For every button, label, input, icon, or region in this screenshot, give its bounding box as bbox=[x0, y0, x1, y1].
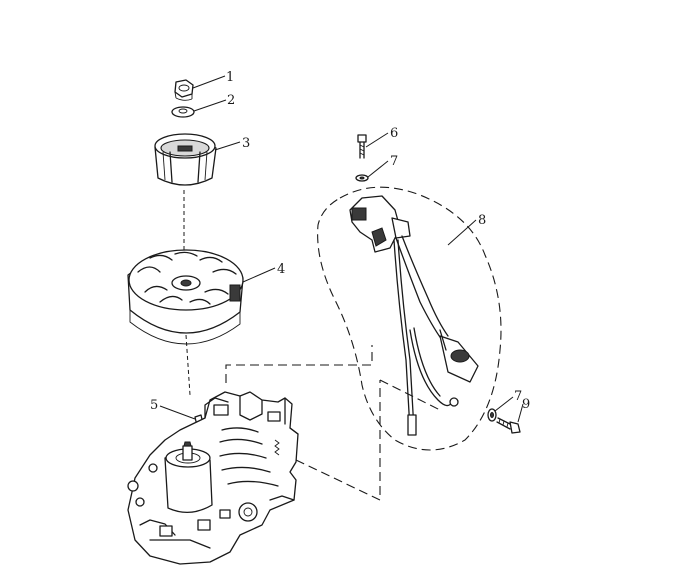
callout-8: 8 bbox=[478, 213, 486, 228]
part-ignition-coil bbox=[349, 195, 479, 436]
part-nut bbox=[174, 79, 194, 101]
leader-lines bbox=[159, 75, 524, 423]
part-flywheel bbox=[127, 249, 244, 345]
part-crankcase bbox=[127, 391, 299, 565]
callout-1: 1 bbox=[226, 70, 234, 85]
part-screw-6 bbox=[357, 134, 367, 159]
part-screw-9 bbox=[496, 417, 521, 434]
callouts: 1 2 3 4 5 6 7 8 7 9 bbox=[150, 70, 530, 413]
callout-3: 3 bbox=[242, 136, 250, 151]
callout-9: 9 bbox=[522, 397, 530, 412]
part-washer-7-lower bbox=[487, 408, 497, 422]
callout-6: 6 bbox=[390, 126, 398, 141]
callout-4: 4 bbox=[277, 262, 285, 277]
callout-5: 5 bbox=[150, 398, 158, 413]
part-washer-7-upper bbox=[355, 174, 369, 182]
axis-line-lower bbox=[185, 334, 191, 396]
coil-ground-routing bbox=[225, 345, 441, 501]
part-washer bbox=[171, 106, 195, 118]
part-starter-cup bbox=[154, 133, 217, 186]
callout-7-upper: 7 bbox=[390, 154, 398, 169]
ignition-coil-outline bbox=[317, 186, 502, 451]
callout-2: 2 bbox=[227, 93, 235, 108]
callout-7-lower: 7 bbox=[514, 389, 522, 404]
